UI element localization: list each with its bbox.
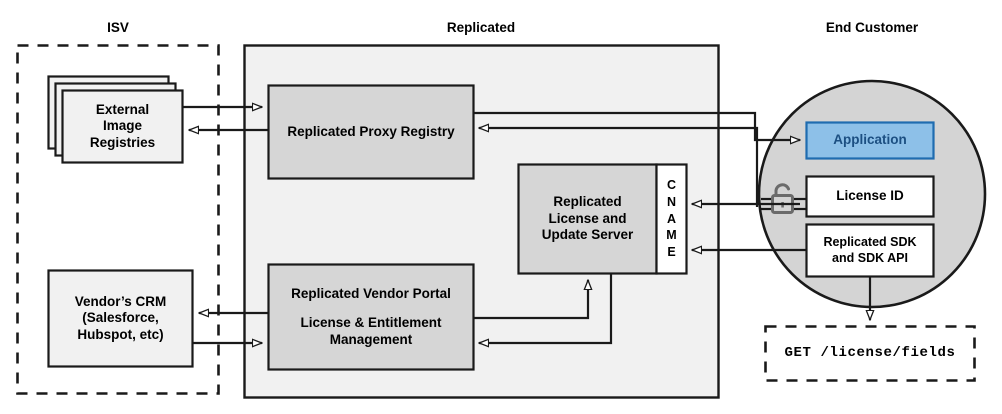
replicated-sdk-node[interactable] bbox=[805, 223, 935, 278]
edge-vendor-portal-to-license-server bbox=[473, 280, 588, 320]
edge-application-to-proxy bbox=[479, 128, 759, 207]
column-title-end-customer: End Customer bbox=[825, 20, 919, 35]
external-image-registries[interactable] bbox=[61, 89, 184, 164]
replicated-license-update-server[interactable] bbox=[517, 163, 658, 275]
license-id-node[interactable] bbox=[805, 175, 935, 218]
column-title-replicated: Replicated bbox=[446, 20, 516, 35]
api-call-zone bbox=[764, 325, 976, 382]
replicated-vendor-portal[interactable] bbox=[267, 263, 475, 371]
column-title-isv: ISV bbox=[107, 20, 129, 35]
isv-zone bbox=[16, 44, 220, 395]
edge-proxy-to-application bbox=[473, 111, 800, 140]
vendors-crm[interactable] bbox=[47, 269, 194, 368]
edge-license-server-to-vendor-portal bbox=[479, 273, 613, 343]
cname-strip[interactable] bbox=[655, 163, 688, 275]
application-node[interactable] bbox=[805, 121, 935, 160]
replicated-proxy-registry[interactable] bbox=[267, 84, 475, 180]
